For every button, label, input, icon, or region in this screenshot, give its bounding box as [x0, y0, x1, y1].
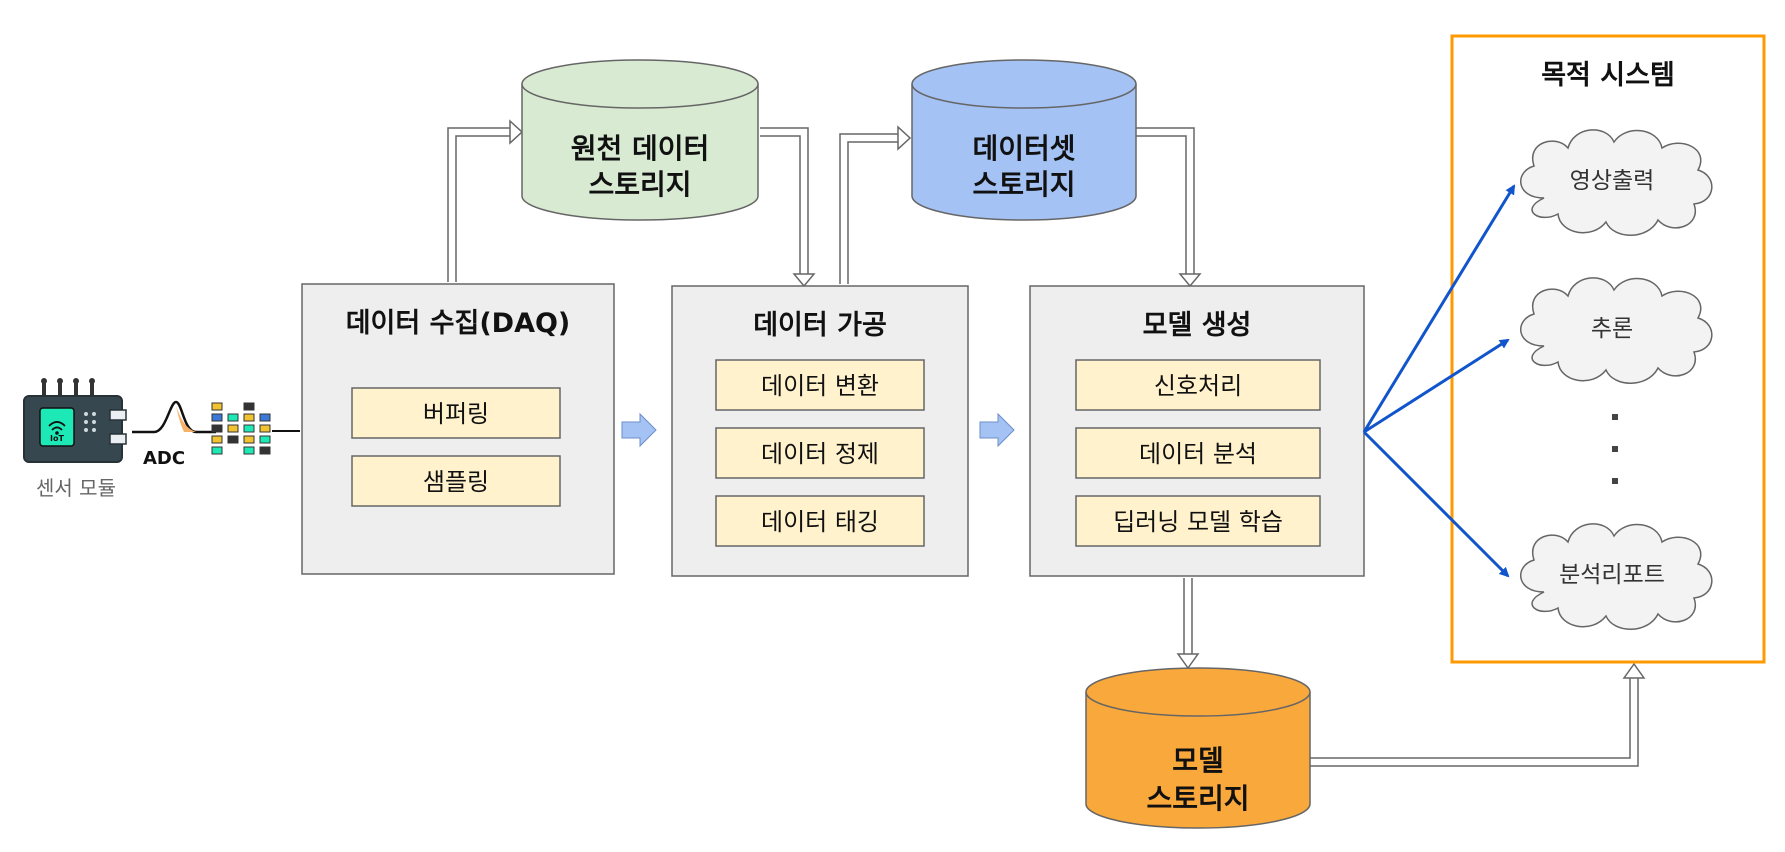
- arrow-raw-storage-to-processing: [760, 127, 816, 288]
- dataset-storage: 데이터셋 스토리지: [911, 59, 1137, 221]
- arrow-to-report: [1362, 430, 1510, 578]
- output-cloud-report: 분석리포트: [1519, 523, 1713, 631]
- arrow-model-storage-to-target: [1310, 662, 1646, 767]
- arrow-to-inference: [1363, 338, 1510, 434]
- arrow-to-video: [1362, 184, 1516, 433]
- stage-modeling-title: 모델 생성: [1143, 310, 1252, 341]
- modeling-item-analysis-label: 데이터 분석: [1139, 440, 1257, 468]
- modeling-item-deeplearning: [1075, 495, 1321, 547]
- output-cloud-inference: 추론: [1519, 277, 1713, 385]
- arrow-daq-to-processing: [621, 412, 657, 448]
- modeling-item-signal: [1075, 359, 1321, 411]
- fan-out-arrows: [1362, 184, 1516, 578]
- output-inference-label: 추론: [1591, 316, 1633, 342]
- dataset-storage-line2: 스토리지: [972, 168, 1075, 201]
- raw-storage-line2: 스토리지: [588, 168, 691, 201]
- raw-storage-line1: 원천 데이터: [571, 132, 710, 165]
- stage-modeling: 모델 생성 신호처리 데이터 분석 딥러닝 모델 학습: [1029, 285, 1365, 577]
- daq-item-sampling: [351, 455, 561, 507]
- hollow-connectors: [447, 119, 1646, 767]
- processing-item-transform-label: 데이터 변환: [761, 372, 879, 400]
- output-video-label: 영상출력: [1570, 168, 1655, 194]
- arrow-dataset-to-modeling: [1136, 127, 1202, 288]
- daq-item-buffering: [351, 387, 561, 439]
- stage-processing: 데이터 가공 데이터 변환 데이터 정제 데이터 태깅: [671, 285, 969, 577]
- processing-item-transform: [715, 359, 925, 411]
- processing-item-cleansing-label: 데이터 정제: [761, 440, 879, 468]
- raw-data-storage: 원천 데이터 스토리지: [521, 59, 759, 221]
- adc-label: ADC: [143, 448, 185, 469]
- processing-item-tagging: [715, 495, 925, 547]
- arrow-daq-to-raw-storage: [447, 119, 524, 282]
- sensor-module-label: 센서 모듈: [36, 476, 116, 500]
- target-system-title: 목적 시스템: [1541, 60, 1675, 91]
- arrow-processing-to-modeling: [979, 412, 1015, 448]
- iot-chip-icon: IoT: [23, 378, 127, 463]
- digital-data-icon: [211, 402, 300, 455]
- output-report-label: 분석리포트: [1559, 562, 1665, 588]
- modeling-item-analysis: [1075, 427, 1321, 479]
- iot-chip-label: IoT: [50, 434, 64, 443]
- daq-item-sampling-label: 샘플링: [423, 468, 489, 496]
- daq-item-buffering-label: 버퍼링: [423, 400, 489, 428]
- sensor-module: IoT 센서 모듈 ADC: [23, 378, 300, 500]
- processing-item-tagging-label: 데이터 태깅: [761, 508, 879, 536]
- output-cloud-video: 영상출력: [1519, 129, 1713, 237]
- target-system: 목적 시스템 영상출력 추론 분석리포트: [1450, 34, 1766, 664]
- model-storage: 모델 스토리지: [1085, 667, 1311, 829]
- processing-item-cleansing: [715, 427, 925, 479]
- arrow-modeling-to-model-storage: [1176, 578, 1200, 670]
- analog-signal-icon: [132, 400, 216, 434]
- arrow-processing-to-dataset: [839, 125, 912, 284]
- modeling-item-deeplearning-label: 딥러닝 모델 학습: [1113, 508, 1283, 536]
- stage-daq: 데이터 수집(DAQ) 버퍼링 샘플링: [301, 283, 615, 575]
- stage-daq-title: 데이터 수집(DAQ): [346, 308, 571, 339]
- model-storage-line2: 스토리지: [1146, 782, 1249, 815]
- output-ellipsis: [1612, 414, 1618, 484]
- stage-processing-title: 데이터 가공: [753, 310, 887, 341]
- dataset-storage-line1: 데이터셋: [972, 132, 1075, 165]
- modeling-item-signal-label: 신호처리: [1154, 372, 1242, 400]
- model-storage-line1: 모델: [1172, 744, 1224, 777]
